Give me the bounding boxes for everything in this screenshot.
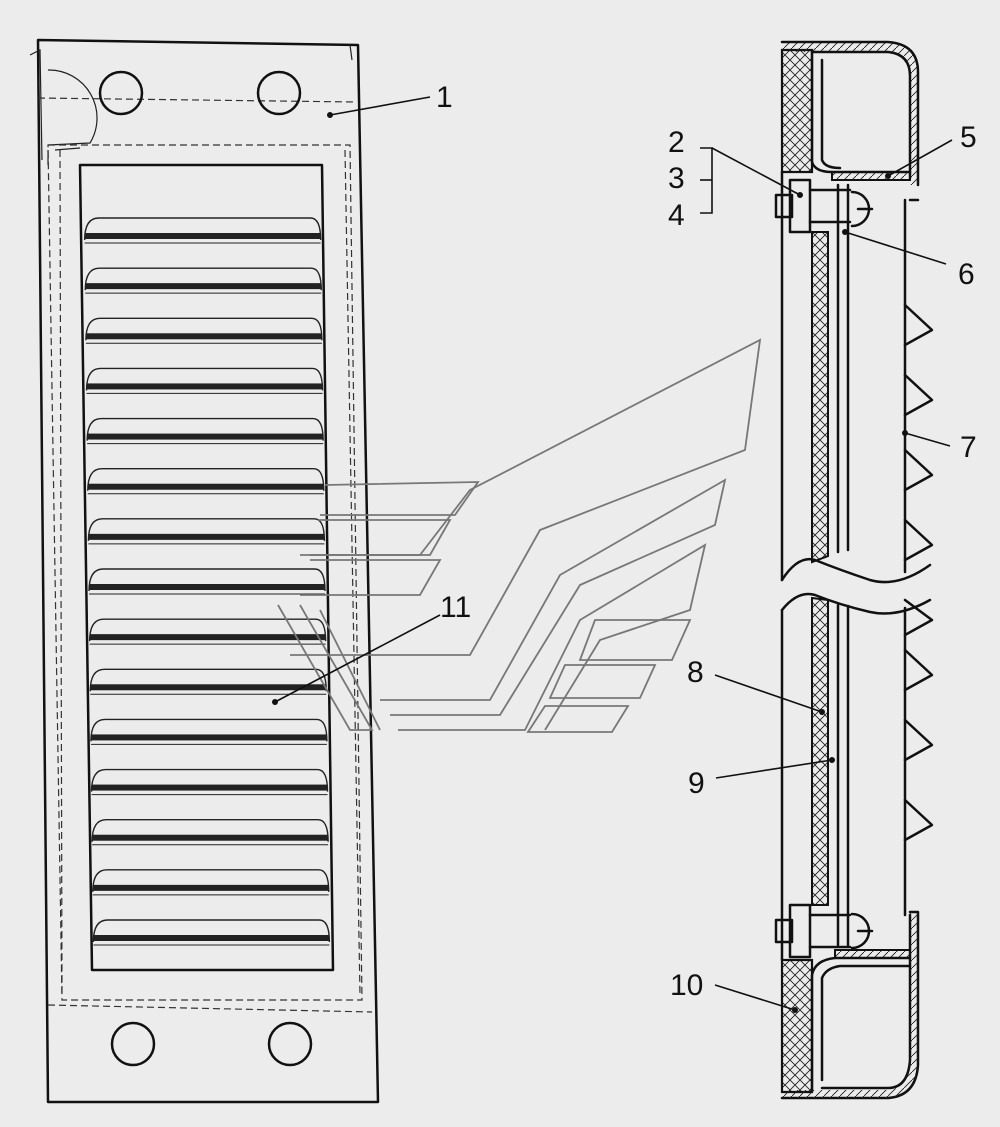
callout-8: 8	[687, 656, 704, 689]
bottom-fasteners	[774, 903, 874, 959]
bolt-head-top	[774, 193, 794, 219]
louver-slat	[85, 367, 324, 394]
bolt-head-bottom	[774, 918, 794, 944]
top-fasteners	[774, 178, 874, 234]
grille-frame	[29, 38, 380, 1104]
louver-slat	[85, 317, 323, 344]
louver-slat	[83, 217, 322, 244]
front-view	[29, 38, 380, 1104]
louver-slat	[88, 618, 327, 645]
louver-slat	[88, 568, 326, 595]
louver-slat	[90, 718, 328, 745]
louver-slat	[91, 819, 329, 846]
callout-9: 9	[688, 767, 705, 800]
louver-slat	[86, 417, 324, 445]
callout-1: 1	[436, 81, 453, 114]
louver-slat	[87, 468, 325, 495]
mounting-hole-bottom-right	[267, 1021, 313, 1067]
mounting-hole-bottom-left	[110, 1021, 156, 1067]
nut-bottom	[788, 903, 812, 959]
leader-lines	[272, 96, 953, 1013]
callout-5: 5	[960, 121, 977, 154]
louver-slat	[92, 869, 330, 896]
callout-3: 3	[668, 162, 685, 195]
callout-11: 11	[440, 591, 471, 624]
callout-10: 10	[670, 969, 703, 1002]
louver-slat	[84, 267, 322, 294]
callout-6: 6	[958, 258, 975, 291]
callout-7: 7	[960, 431, 977, 464]
callout-2: 2	[668, 126, 685, 159]
mounting-holes	[98, 70, 313, 1067]
mounting-hole-top-left	[98, 70, 144, 116]
callout-4: 4	[668, 199, 685, 232]
nut-top	[788, 178, 812, 234]
louver-slats	[83, 217, 331, 946]
louver-slat	[90, 768, 329, 796]
panel-upper	[780, 170, 934, 582]
louver-slat	[92, 919, 331, 946]
panel-lower	[780, 596, 934, 962]
watermark-logo	[277, 338, 762, 733]
bottom-flange	[780, 910, 920, 1100]
louver-slat	[87, 518, 326, 545]
callouts: 1 2 3 4 5 6 7 8 9 10 11	[436, 81, 977, 1002]
mounting-hole-top-right	[256, 70, 302, 116]
section-view	[774, 40, 934, 1100]
louver-slat	[89, 668, 327, 695]
top-flange	[780, 40, 920, 202]
break-line	[780, 557, 932, 615]
